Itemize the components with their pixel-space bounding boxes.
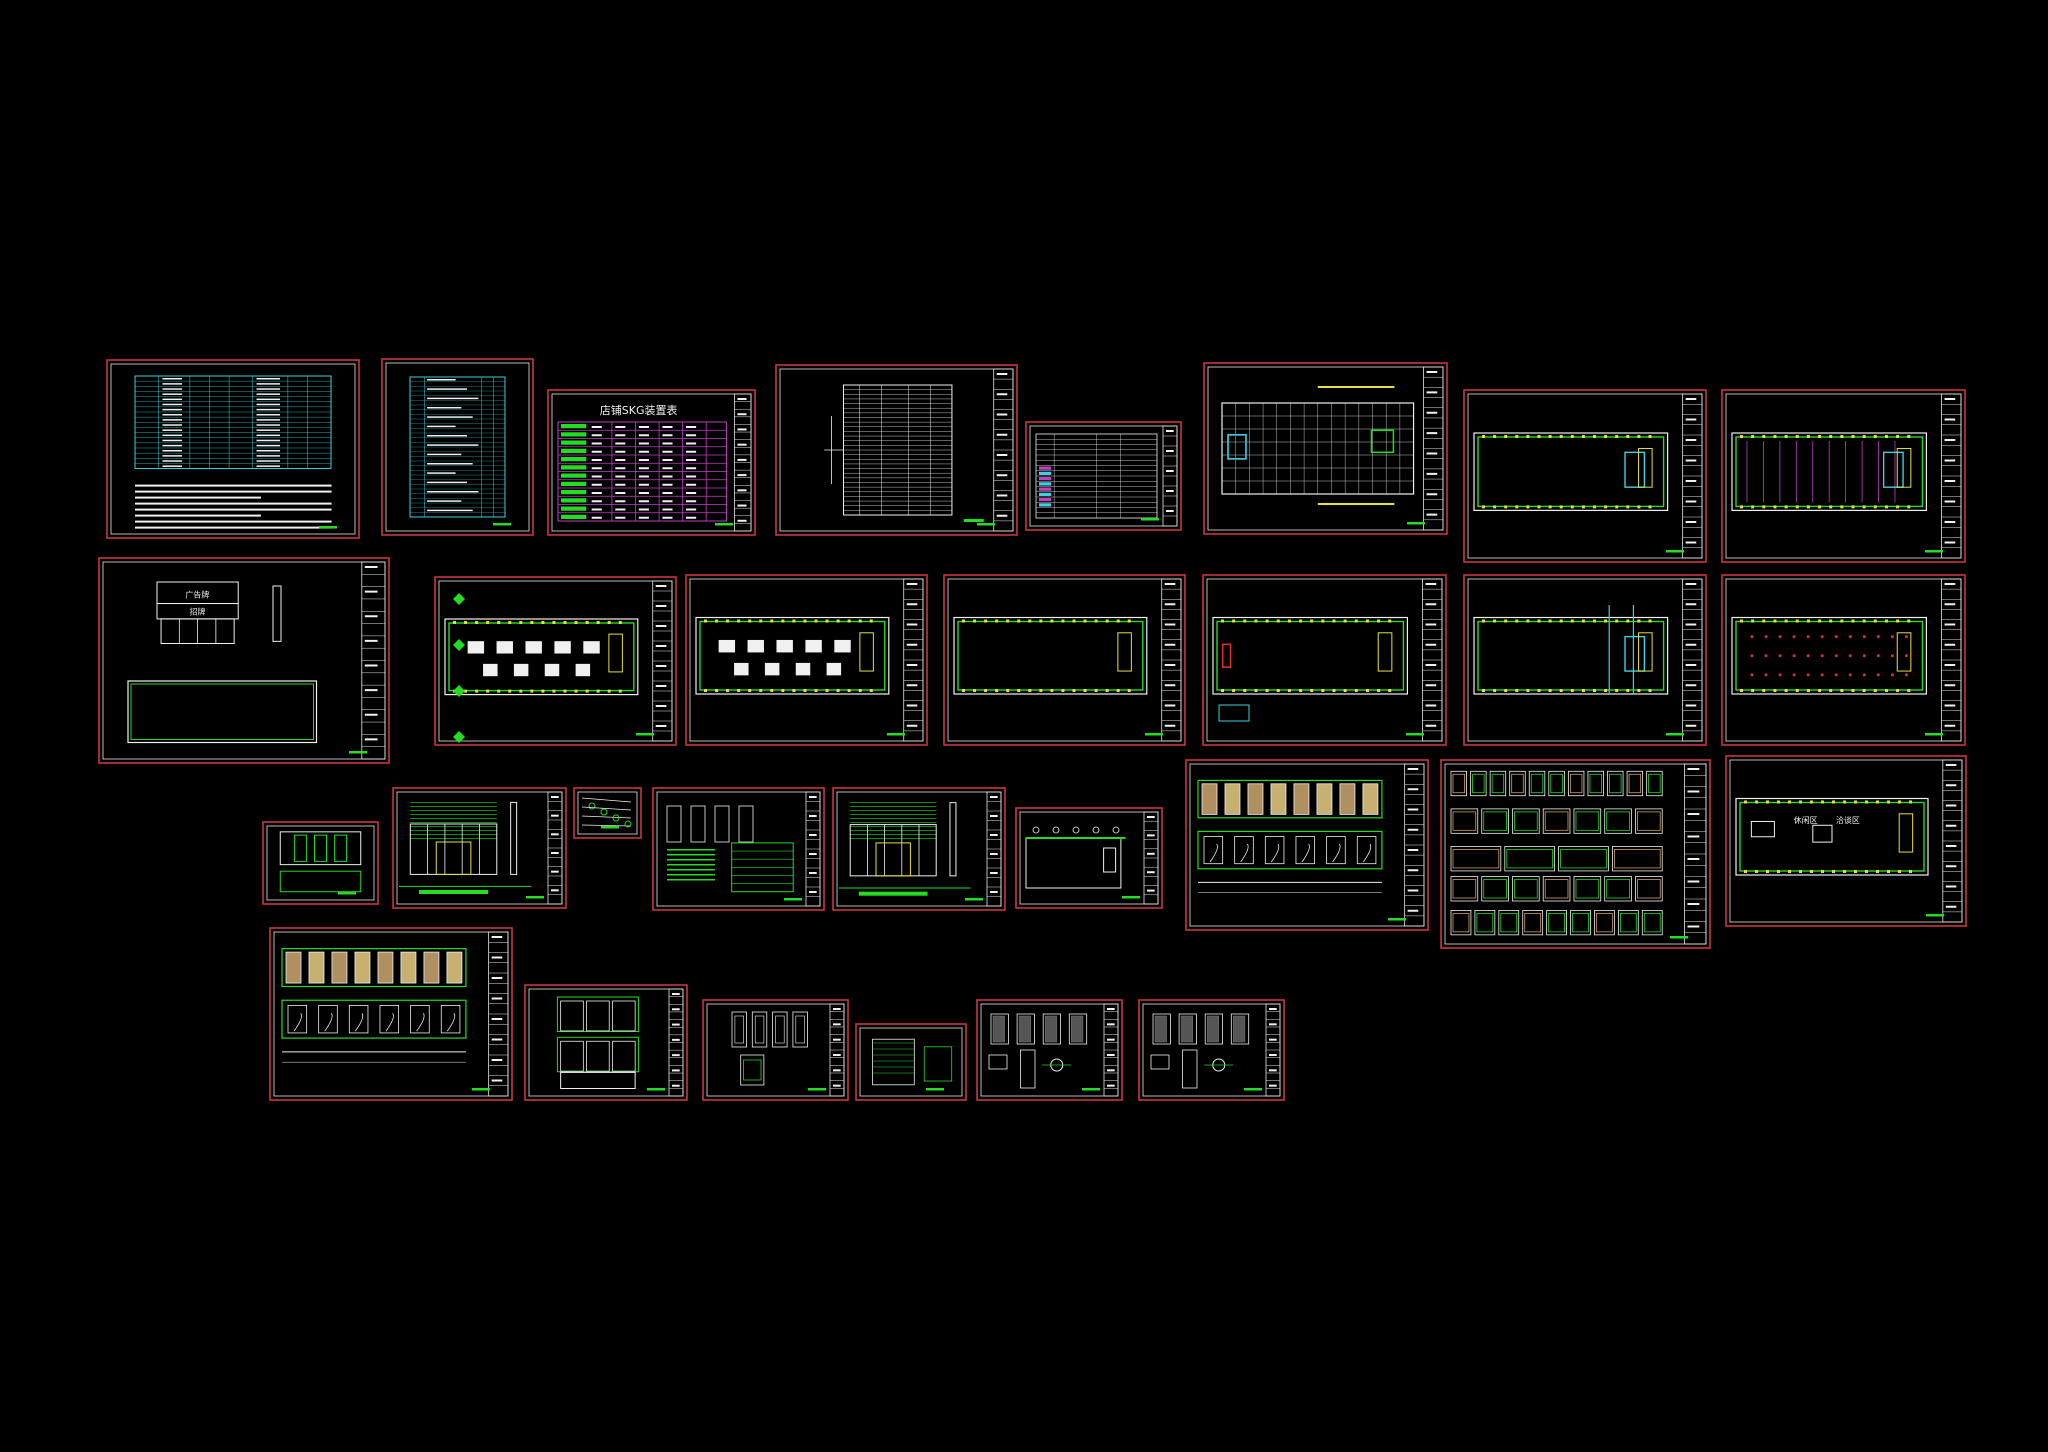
drawing-sheet[interactable] xyxy=(1202,574,1447,746)
drawing-sheet[interactable] xyxy=(1721,389,1966,563)
drawing-sheet[interactable] xyxy=(1203,362,1448,535)
sheet-inner-border xyxy=(528,988,684,1097)
drawing-sheet[interactable] xyxy=(434,576,677,746)
sheet-outer-border xyxy=(1015,807,1163,909)
sheet-outer-border xyxy=(1185,759,1429,931)
floor-label: 休闲区 xyxy=(1794,815,1818,825)
drawing-sheet[interactable] xyxy=(106,359,360,539)
drawing-sheet[interactable] xyxy=(832,787,1006,911)
sheet-inner-border xyxy=(438,580,673,742)
sheet-outer-border xyxy=(524,984,688,1101)
sheet-outer-border xyxy=(1725,755,1967,927)
sheet-outer-border xyxy=(832,787,1006,911)
sheet-outer-border xyxy=(943,574,1186,746)
sheet-inner-border xyxy=(947,578,1182,742)
drawing-sheet[interactable] xyxy=(685,574,928,746)
drawing-sheet[interactable] xyxy=(1721,574,1966,746)
drawing-sheet[interactable] xyxy=(1440,759,1711,949)
sheet-inner-border xyxy=(689,578,924,742)
drawing-sheet[interactable] xyxy=(1463,389,1707,563)
drawing-sheet[interactable] xyxy=(1463,574,1707,746)
sheet-heading: 店铺SKG装置表 xyxy=(600,403,678,417)
sheet-outer-border xyxy=(269,927,513,1101)
drawing-sheet[interactable] xyxy=(1138,999,1285,1101)
drawing-sheet[interactable] xyxy=(775,364,1018,536)
sheet-inner-border xyxy=(110,363,356,535)
drawing-sheet[interactable] xyxy=(381,358,534,536)
sheet-outer-border xyxy=(381,358,534,536)
sheet-outer-border xyxy=(547,389,756,536)
drawing-sheet[interactable] xyxy=(262,821,379,905)
sheet-inner-border xyxy=(1206,578,1443,742)
floor-label: 洽谈区 xyxy=(1836,815,1860,825)
sheet-outer-border xyxy=(976,999,1123,1101)
drawing-sheet[interactable] xyxy=(1015,807,1163,909)
sheet-inner-border xyxy=(1467,393,1703,559)
facade-label: 招牌 xyxy=(189,607,205,617)
sheet-outer-border xyxy=(1025,421,1182,531)
sheet-inner-border xyxy=(577,791,638,835)
drawing-sheet[interactable] xyxy=(392,787,567,909)
sheet-outer-border xyxy=(106,359,360,539)
drawing-sheet[interactable]: 休闲区 洽谈区 xyxy=(1725,755,1967,927)
sheet-outer-border xyxy=(1721,574,1966,746)
sheet-outer-border xyxy=(98,557,390,764)
sheet-outer-border xyxy=(1440,759,1711,949)
sheet-inner-border xyxy=(1467,578,1703,742)
sheet-inner-border xyxy=(1019,811,1159,905)
sheet-outer-border xyxy=(434,576,677,746)
sheet-outer-border xyxy=(1203,362,1448,535)
drawing-sheet[interactable]: 店铺SKG装置表 xyxy=(547,389,756,536)
drawing-sheet[interactable] xyxy=(702,999,849,1101)
facade-label: 广告牌 xyxy=(185,589,209,599)
sheet-inner-border xyxy=(1729,759,1963,923)
sheet-outer-border xyxy=(262,821,379,905)
drawing-sheet[interactable] xyxy=(976,999,1123,1101)
sheet-inner-border xyxy=(1725,578,1962,742)
sheet-inner-border xyxy=(385,362,530,532)
sheet-inner-border xyxy=(102,561,386,760)
sheet-outer-border xyxy=(775,364,1018,536)
sheet-outer-border xyxy=(1721,389,1966,563)
sheet-inner-border xyxy=(859,1027,963,1097)
sheet-inner-border xyxy=(1207,366,1444,531)
drawing-sheet[interactable] xyxy=(652,787,825,911)
sheet-outer-border xyxy=(1138,999,1285,1101)
sheet-outer-border xyxy=(1463,574,1707,746)
sheet-outer-border xyxy=(652,787,825,911)
sheet-inner-border xyxy=(266,825,375,901)
sheet-inner-border xyxy=(1725,393,1962,559)
drawing-sheet[interactable] xyxy=(943,574,1186,746)
drawing-sheet[interactable] xyxy=(1025,421,1182,531)
drawing-sheet[interactable] xyxy=(573,787,642,839)
sheet-outer-border xyxy=(702,999,849,1101)
drawing-sheet[interactable] xyxy=(524,984,688,1101)
sheet-outer-border xyxy=(392,787,567,909)
drawing-sheet[interactable] xyxy=(269,927,513,1101)
sheet-outer-border xyxy=(1463,389,1707,563)
drawing-sheet[interactable] xyxy=(855,1023,967,1101)
drawing-sheet[interactable] xyxy=(1185,759,1429,931)
sheet-outer-border xyxy=(685,574,928,746)
sheet-outer-border xyxy=(573,787,642,839)
sheet-outer-border xyxy=(855,1023,967,1101)
sheet-outer-border xyxy=(1202,574,1447,746)
